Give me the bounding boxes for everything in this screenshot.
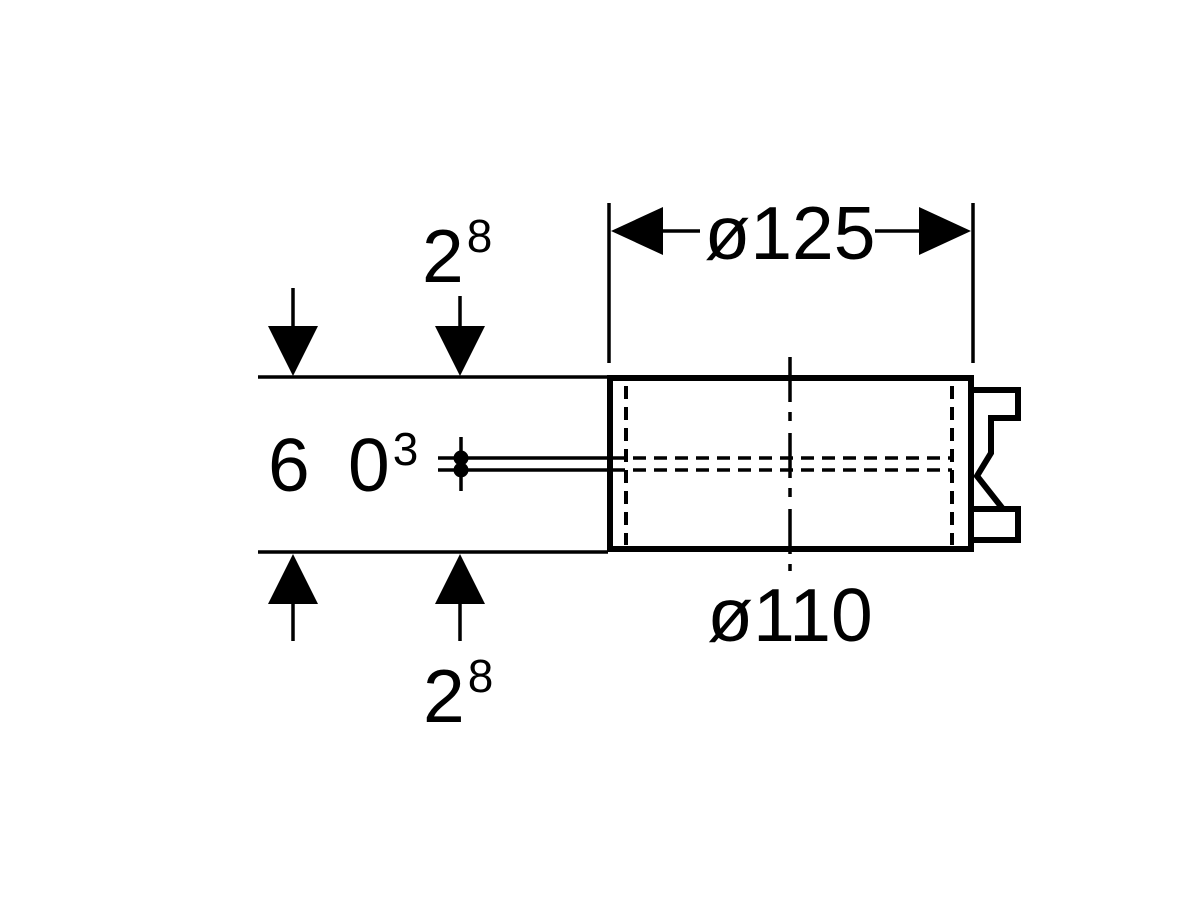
dim-dot-terminator-top <box>453 450 469 466</box>
dim-dot-terminator-bottom <box>453 462 469 478</box>
spigot-profile-lower <box>969 506 1021 543</box>
down-arrow-icon-right <box>435 326 485 376</box>
dim-label-inner-diameter: ø110 <box>707 573 872 657</box>
down-arrow-icon-left <box>268 326 318 376</box>
left-arrow-icon <box>611 207 663 255</box>
dim-label-top-offset: 28 <box>422 210 492 298</box>
dim-label-overall-height: 6 <box>268 423 310 507</box>
dim-label-wall-thickness: 03 <box>348 423 418 507</box>
spigot-profile-upper <box>969 387 1021 511</box>
up-arrow-icon-right <box>435 554 485 604</box>
dim-label-bottom-offset: 28 <box>423 650 493 738</box>
dim-label-outer-diameter: ø125 <box>705 191 876 275</box>
right-arrow-icon <box>919 207 971 255</box>
up-arrow-icon-left <box>268 554 318 604</box>
